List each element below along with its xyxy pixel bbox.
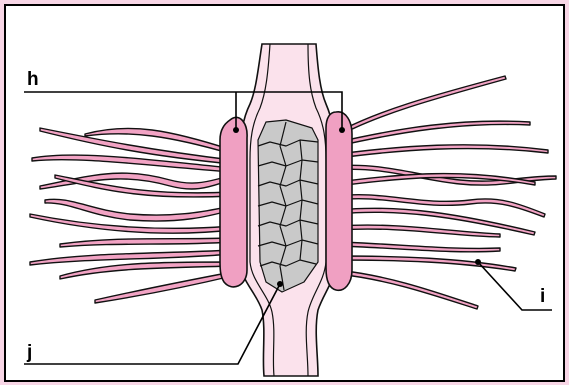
label-j: j bbox=[27, 343, 32, 362]
dot-i bbox=[475, 259, 481, 265]
node-left bbox=[220, 117, 247, 286]
dot-h-right bbox=[339, 127, 345, 133]
node-right bbox=[326, 112, 352, 291]
label-h: h bbox=[27, 70, 39, 89]
dot-j bbox=[277, 281, 283, 287]
dot-h-left bbox=[233, 127, 239, 133]
cell-block bbox=[258, 120, 318, 292]
myelin-cells bbox=[258, 120, 318, 292]
label-i: i bbox=[540, 287, 545, 306]
